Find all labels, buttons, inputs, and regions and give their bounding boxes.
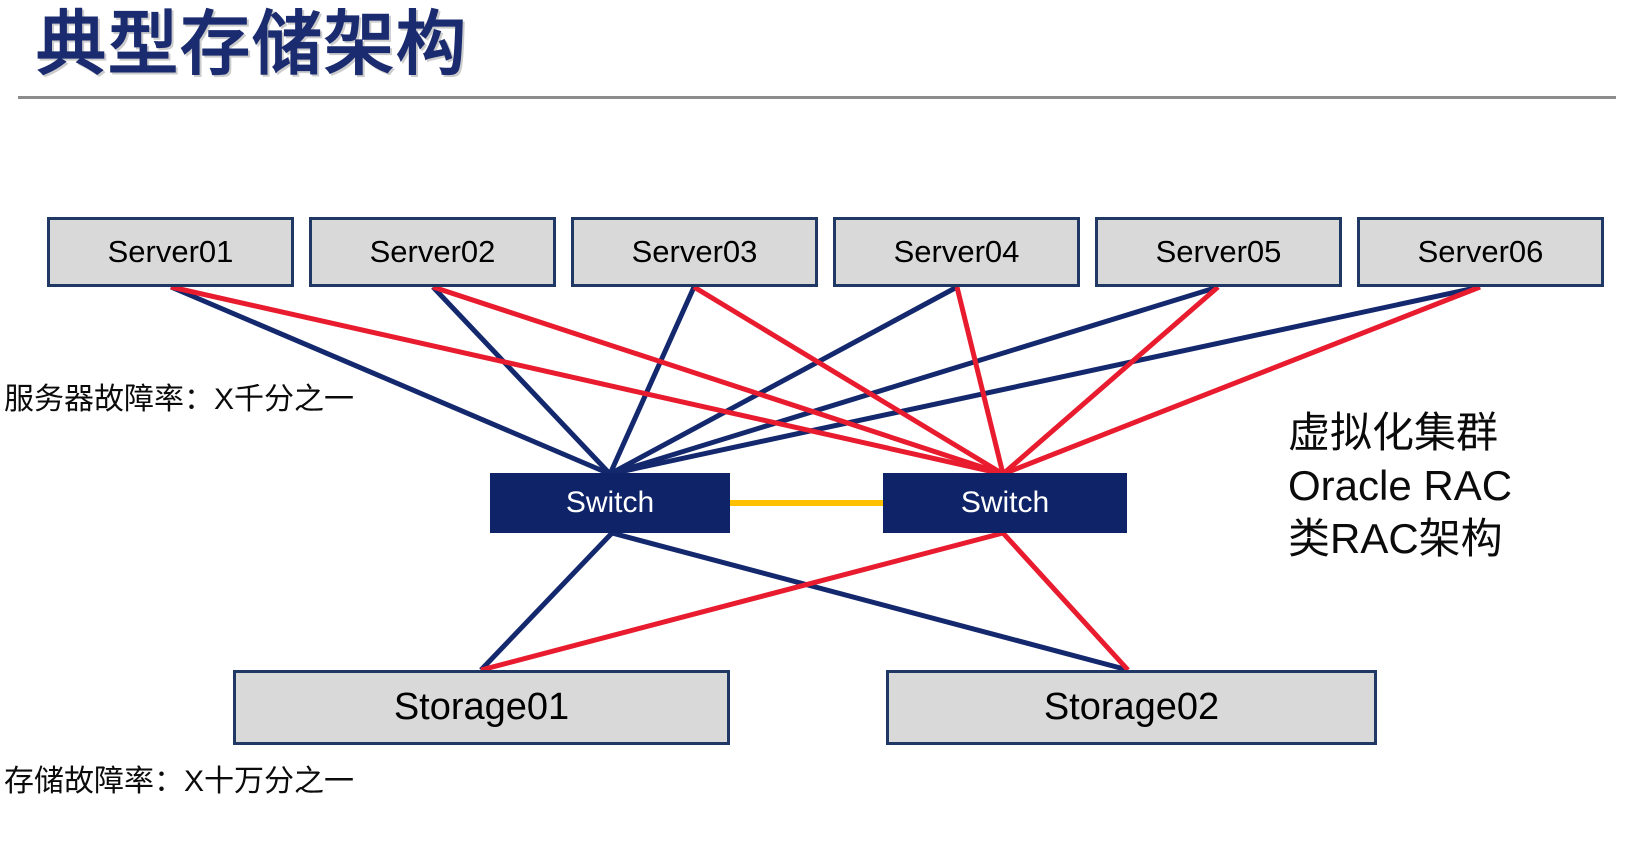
link-server01-switch-left: [170, 284, 611, 477]
storage02-node: Storage02: [886, 670, 1377, 745]
switch-right-node: Switch: [883, 473, 1127, 533]
server04-node: Server04: [833, 217, 1080, 287]
link-server02-switch-left: [431, 285, 612, 476]
cluster-note-line-3: 类RAC架构: [1288, 515, 1503, 562]
link-server04-switch-left: [608, 284, 959, 477]
cluster-note-line-1: 虚拟化集群: [1288, 409, 1499, 456]
link-server06-switch-left: [609, 284, 1481, 477]
link-server02-switch-right: [432, 284, 1004, 477]
link-server05-switch-left: [609, 284, 1219, 477]
link-switch-right-storage01: [480, 530, 1004, 673]
server06-node: Server06: [1357, 217, 1604, 287]
server05-node: Server05: [1095, 217, 1342, 287]
server-failure-rate-label: 服务器故障率：X千分之一: [4, 383, 355, 416]
link-server05-switch-right: [1001, 285, 1220, 476]
cluster-note: 虚拟化集群 Oracle RAC 类RAC架构: [1288, 406, 1512, 565]
link-switch-right-storage02: [1001, 531, 1130, 672]
cluster-note-line-2: Oracle RAC: [1288, 462, 1513, 509]
server02-node: Server02: [309, 217, 556, 287]
title-divider: [18, 96, 1616, 99]
switch-left-node: Switch: [490, 473, 730, 533]
link-server06-switch-right: [1002, 284, 1481, 477]
link-server01-switch-right: [170, 284, 1004, 477]
server03-node: Server03: [571, 217, 818, 287]
storage01-node: Storage01: [233, 670, 730, 745]
storage-failure-rate-label: 存储故障率：X十万分之一: [4, 765, 355, 798]
link-switch-left-storage02: [611, 530, 1129, 673]
link-switch-left-storage01: [479, 531, 614, 672]
link-server03-switch-left: [607, 285, 697, 476]
page-title: 典型存储架构: [36, 5, 468, 83]
link-server03-switch-right: [692, 284, 1005, 477]
link-server04-switch-right: [954, 286, 1006, 475]
server01-node: Server01: [47, 217, 294, 287]
